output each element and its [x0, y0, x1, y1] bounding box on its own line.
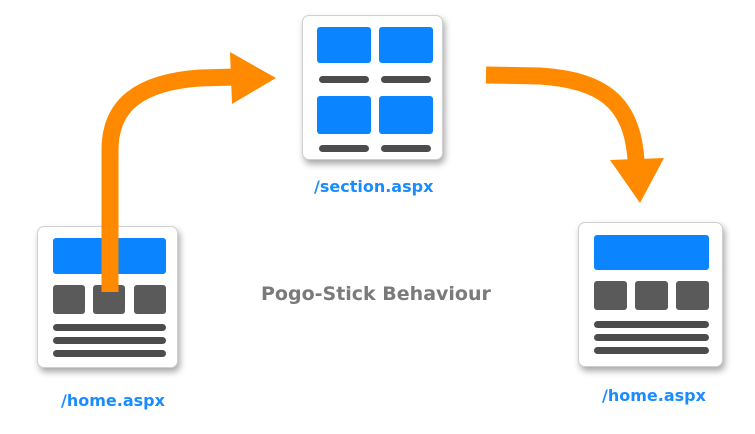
page-label-home-right: /home.aspx — [602, 386, 706, 405]
text-line — [53, 350, 166, 357]
tile-caption-bar — [381, 145, 431, 152]
thumbnail-block — [594, 281, 627, 310]
thumbnail-block — [53, 285, 85, 314]
text-line — [53, 324, 166, 331]
content-tile — [379, 27, 433, 63]
tile-caption-bar — [319, 145, 369, 152]
content-tile — [317, 96, 371, 134]
diagram-title: Pogo-Stick Behaviour — [261, 283, 491, 305]
text-line — [53, 337, 166, 344]
thumbnail-block — [676, 281, 709, 310]
content-tile — [379, 96, 433, 134]
thumbnail-block — [134, 285, 166, 314]
tile-caption-bar — [319, 76, 369, 83]
arrow-section-to-home — [485, 66, 664, 203]
page-label-home-left: /home.aspx — [61, 391, 165, 410]
page-label-section: /section.aspx — [314, 177, 434, 196]
content-tile — [317, 27, 371, 63]
thumbnail-block — [635, 281, 668, 310]
section-page-card — [302, 15, 443, 160]
arrow-home-to-section — [101, 52, 276, 292]
text-line — [594, 334, 709, 341]
home-page-card-right — [578, 222, 723, 367]
hero-block — [594, 235, 709, 270]
tile-caption-bar — [381, 76, 431, 83]
text-line — [594, 347, 709, 354]
text-line — [594, 321, 709, 328]
